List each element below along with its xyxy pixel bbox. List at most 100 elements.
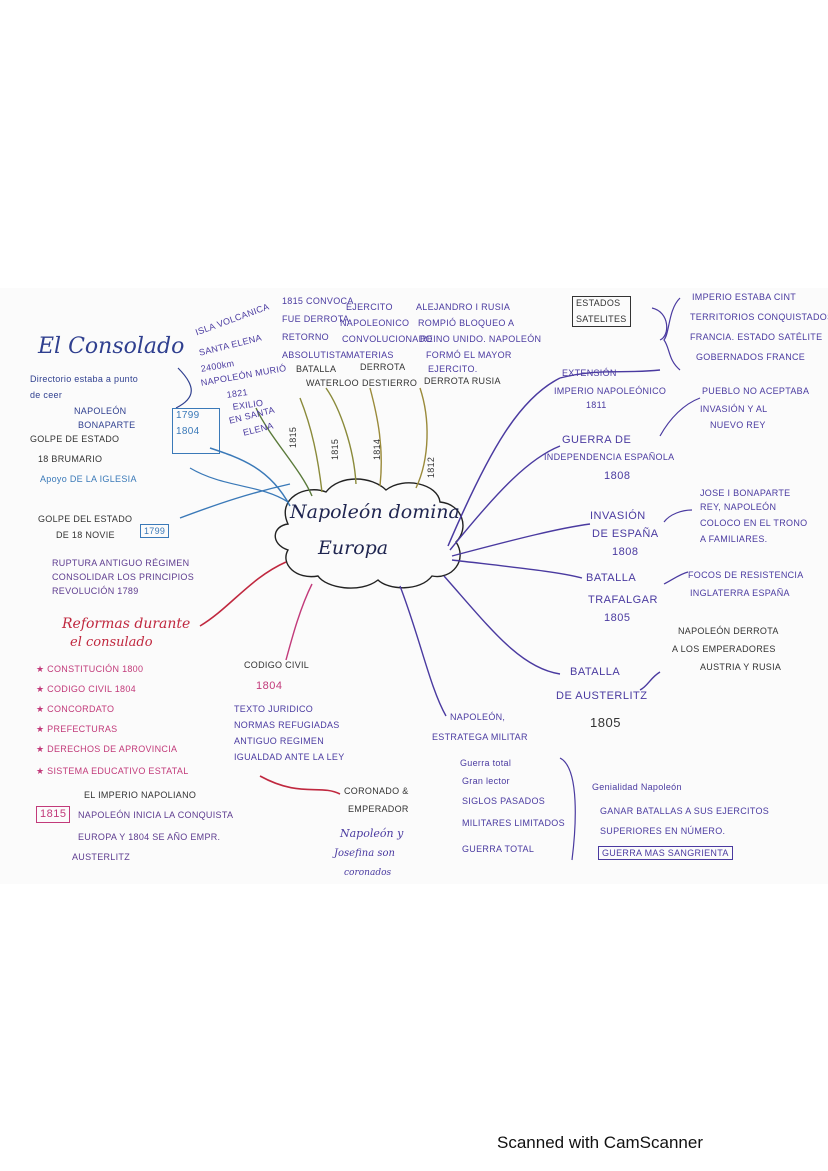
ejercito-1: EJERCITO — [346, 302, 393, 312]
estados-1: ESTADOS — [576, 298, 621, 308]
year-vertical-2: 1815 — [330, 438, 340, 460]
pueblo-2: INVASIÓN Y AL — [700, 404, 768, 414]
e1815-1: 1815 CONVOCA — [282, 296, 354, 306]
napoleon-line-2: BONAPARTE — [78, 420, 136, 430]
year-vertical-4: 1812 — [426, 456, 436, 478]
apoyo-iglesia: Apoyo DE LA IGLESIA — [40, 474, 137, 484]
mind-map-links — [175, 297, 701, 861]
estratega-item-1: Guerra total — [460, 758, 512, 768]
golpe-noviembre-2: DE 18 NOVIE — [56, 530, 115, 540]
jose-2: REY, NAPOLEÓN — [700, 502, 777, 512]
austerlitz-1: BATALLA — [570, 666, 621, 678]
ruptura-line-3: REVOLUCIÓN 1789 — [52, 586, 139, 596]
trafalgar-1: BATALLA — [586, 572, 637, 584]
alejandro-2: ROMPIÓ BLOQUEO A — [418, 318, 515, 328]
josefina-3: coronados — [344, 868, 392, 878]
imperio-line-3: AUSTERLITZ — [72, 852, 131, 862]
derrota-rusia: DERROTA RUSIA — [424, 376, 501, 386]
directorio-line-1: Directorio estaba a punto — [30, 374, 139, 384]
consulado-title: El Consolado — [38, 334, 185, 359]
josefina-2: Josefina son — [334, 848, 395, 859]
estratega-item-3: SIGLOS PASADOS — [462, 796, 546, 806]
e1815-2: FUE DERROTA — [282, 314, 350, 324]
pueblo-1: PUEBLO NO ACEPTABA — [702, 386, 810, 396]
e1815-3: RETORNO — [282, 332, 329, 342]
jose-4: A FAMILIARES. — [700, 534, 768, 544]
coronado-1: CORONADO & — [344, 786, 409, 796]
napoleon-derrota-2: A LOS EMPERADORES — [672, 644, 776, 654]
batalla-1: BATALLA — [296, 364, 337, 374]
imperio-line-1: NAPOLEÓN INICIA LA CONQUISTA — [78, 810, 234, 820]
trafalgar-3: 1805 — [604, 612, 631, 624]
imperio-year-1815: 1815 — [36, 806, 71, 823]
guerra-2: INDEPENDENCIA ESPAÑOLA — [544, 452, 675, 462]
alejandro-1: ALEJANDRO I RUSIA — [416, 302, 511, 312]
reforma-item-4: ★ PREFECTURAS — [36, 724, 118, 734]
extension: EXTENSIÓN — [562, 368, 617, 378]
austerlitz-3: 1805 — [590, 715, 621, 730]
imperio-line-2: EUROPA Y 1804 SE AÑO EMPR. — [78, 832, 221, 842]
box-1799: 1799 — [140, 524, 170, 539]
golpe-estado: GOLPE DE ESTADO — [30, 434, 120, 444]
alejandro-3: REINO UNIDO. NAPOLEÓN — [420, 334, 542, 344]
years-box: 1799 1804 — [172, 408, 220, 454]
trafalgar-2: TRAFALGAR — [588, 594, 658, 606]
center-line-2: Europa — [318, 537, 389, 559]
ejercito-3: CONVOLUCIONADO — [342, 334, 433, 344]
batalla-2: WATERLOO — [306, 378, 359, 388]
estratega-2: ESTRATEGA MILITAR — [432, 732, 528, 742]
reforma-item-6: ★ SISTEMA EDUCATIVO ESTATAL — [36, 766, 189, 776]
center-line-1: Napoleón domina — [290, 501, 460, 523]
napoleon-line-1: NAPOLEÓN — [74, 406, 127, 416]
reforma-item-1: ★ CONSTITUCIÓN 1800 — [36, 664, 144, 674]
center-cloud — [274, 478, 464, 589]
jose-1: JOSE I BONAPARTE — [700, 488, 791, 498]
e1815-4: ABSOLUTISTA — [282, 350, 347, 360]
focos-1: FOCOS DE RESISTENCIA — [688, 570, 804, 580]
codigo-line-1: TEXTO JURIDICO — [234, 704, 314, 714]
invasion-3: 1808 — [612, 546, 639, 558]
coronado-2: EMPERADOR — [348, 804, 409, 814]
reforma-item-3: ★ CONCORDATO — [36, 704, 115, 714]
napoleon-derrota-1: NAPOLEÓN DERROTA — [678, 626, 779, 636]
estratega-item-5: GUERRA TOTAL — [462, 844, 535, 854]
imperio-sat-2: TERRITORIOS CONQUISTADOS — [690, 312, 828, 322]
guerra-3: 1808 — [604, 470, 631, 482]
pueblo-3: NUEVO REY — [710, 420, 766, 430]
alejandro-4: FORMÓ EL MAYOR — [426, 350, 512, 360]
genialidad-2: GANAR BATALLAS A SUS EJERCITOS — [600, 806, 770, 816]
invasion-2: DE ESPAÑA — [592, 528, 659, 540]
brumario: 18 BRUMARIO — [38, 454, 103, 464]
napoleon-derrota-3: AUSTRIA Y RUSIA — [700, 662, 782, 672]
codigo-title: CODIGO CIVIL — [244, 660, 310, 670]
codigo-year: 1804 — [256, 680, 283, 692]
year-1799: 1799 — [176, 410, 200, 421]
estados-2: SATELITES — [576, 314, 627, 325]
estratega-1: NAPOLEÓN, — [450, 712, 506, 722]
genialidad-3: SUPERIORES EN NÚMERO. — [600, 826, 726, 836]
reformas-title-1: Reformas durante — [62, 616, 191, 632]
imperio-nap-2: 1811 — [586, 400, 607, 410]
ejercito-4: MATERIAS — [346, 350, 394, 360]
imperio-sat-3: FRANCIA. ESTADO SATÉLITE — [690, 332, 823, 342]
scanner-footer: Scanned with CamScanner — [497, 1133, 704, 1152]
reforma-item-2: ★ CODIGO CIVIL 1804 — [36, 684, 136, 694]
ruptura-line-2: CONSOLIDAR LOS PRINCIPIOS — [52, 572, 195, 582]
golpe-noviembre-1: GOLPE DEL ESTADO — [38, 514, 133, 524]
ejercito-2: NAPOLEONICO — [340, 318, 410, 328]
genialidad-1: Genialidad Napoleón — [592, 782, 682, 792]
directorio-line-2: de ceer — [30, 390, 63, 400]
focos-2: INGLATERRA ESPAÑA — [690, 588, 790, 598]
jose-3: COLOCO EN EL TRONO — [700, 518, 808, 528]
ruptura-line-1: RUPTURA ANTIGUO RÉGIMEN — [52, 558, 190, 568]
center-title: Napoleón domina — [290, 501, 460, 524]
austerlitz-2: DE AUSTERLITZ — [556, 690, 648, 702]
estratega-item-4: MILITARES LIMITADOS — [462, 818, 565, 828]
center-subtitle: Europa — [318, 537, 389, 560]
imperio-sat-1: IMPERIO ESTABA CINT — [692, 292, 797, 302]
imperio-nap-1: IMPERIO NAPOLEÓNICO — [554, 386, 667, 396]
josefina-1: Napoleón y — [340, 827, 404, 840]
codigo-line-4: IGUALDAD ANTE LA LEY — [234, 752, 345, 762]
estratega-item-2: Gran lector — [462, 776, 510, 786]
derrota-1: DERROTA — [360, 362, 406, 372]
